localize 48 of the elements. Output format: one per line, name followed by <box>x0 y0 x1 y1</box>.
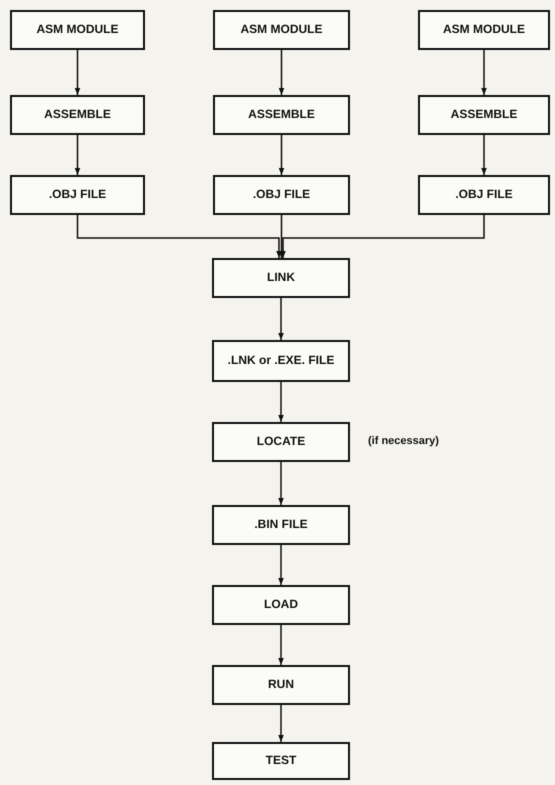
box-label: LOCATE <box>256 435 306 449</box>
box-label: .OBJ FILE <box>48 188 106 202</box>
arrow <box>278 50 284 95</box>
arrow <box>481 135 487 175</box>
process-box <box>212 422 350 462</box>
box-label: .LNK or .EXE. FILE <box>228 354 334 368</box>
box-label: RUN <box>268 678 294 692</box>
arrow <box>481 50 487 95</box>
process-box <box>418 95 550 135</box>
box-label: .OBJ FILE <box>252 188 310 202</box>
process-box <box>213 95 350 135</box>
side-note: (if necessary) <box>368 435 439 447</box>
process-box <box>213 175 350 215</box>
process-box <box>213 10 350 50</box>
arrow <box>278 135 284 175</box>
arrow <box>74 135 80 175</box>
arrow <box>278 705 284 742</box>
process-box <box>418 175 550 215</box>
arrow <box>278 382 284 422</box>
box-label: LOAD <box>264 598 298 612</box>
process-box <box>418 10 550 50</box>
box-label: ASM MODULE <box>36 23 118 37</box>
box-label: ASSEMBLE <box>450 108 518 122</box>
arrow <box>278 298 284 340</box>
box-label: TEST <box>266 754 296 768</box>
arrow <box>76 215 282 258</box>
box-label: LINK <box>267 271 295 285</box>
box-label: ASM MODULE <box>240 23 322 37</box>
arrow <box>278 215 284 258</box>
process-box <box>10 10 145 50</box>
process-box <box>10 95 145 135</box>
arrow <box>278 462 284 505</box>
box-label: .OBJ FILE <box>455 188 513 202</box>
process-box <box>212 585 350 625</box>
box-label: ASM MODULE <box>443 23 525 37</box>
box-label: .BIN FILE <box>254 518 308 532</box>
process-box <box>212 742 350 780</box>
arrow <box>74 50 80 95</box>
arrow <box>278 625 284 665</box>
process-box <box>10 175 145 215</box>
box-label: ASSEMBLE <box>44 108 111 122</box>
process-box <box>212 505 350 545</box>
process-box <box>212 340 350 382</box>
arrow <box>280 215 485 258</box>
process-box <box>212 665 350 705</box>
box-label: ASSEMBLE <box>248 108 315 122</box>
arrow <box>278 545 284 585</box>
process-box <box>212 258 350 298</box>
